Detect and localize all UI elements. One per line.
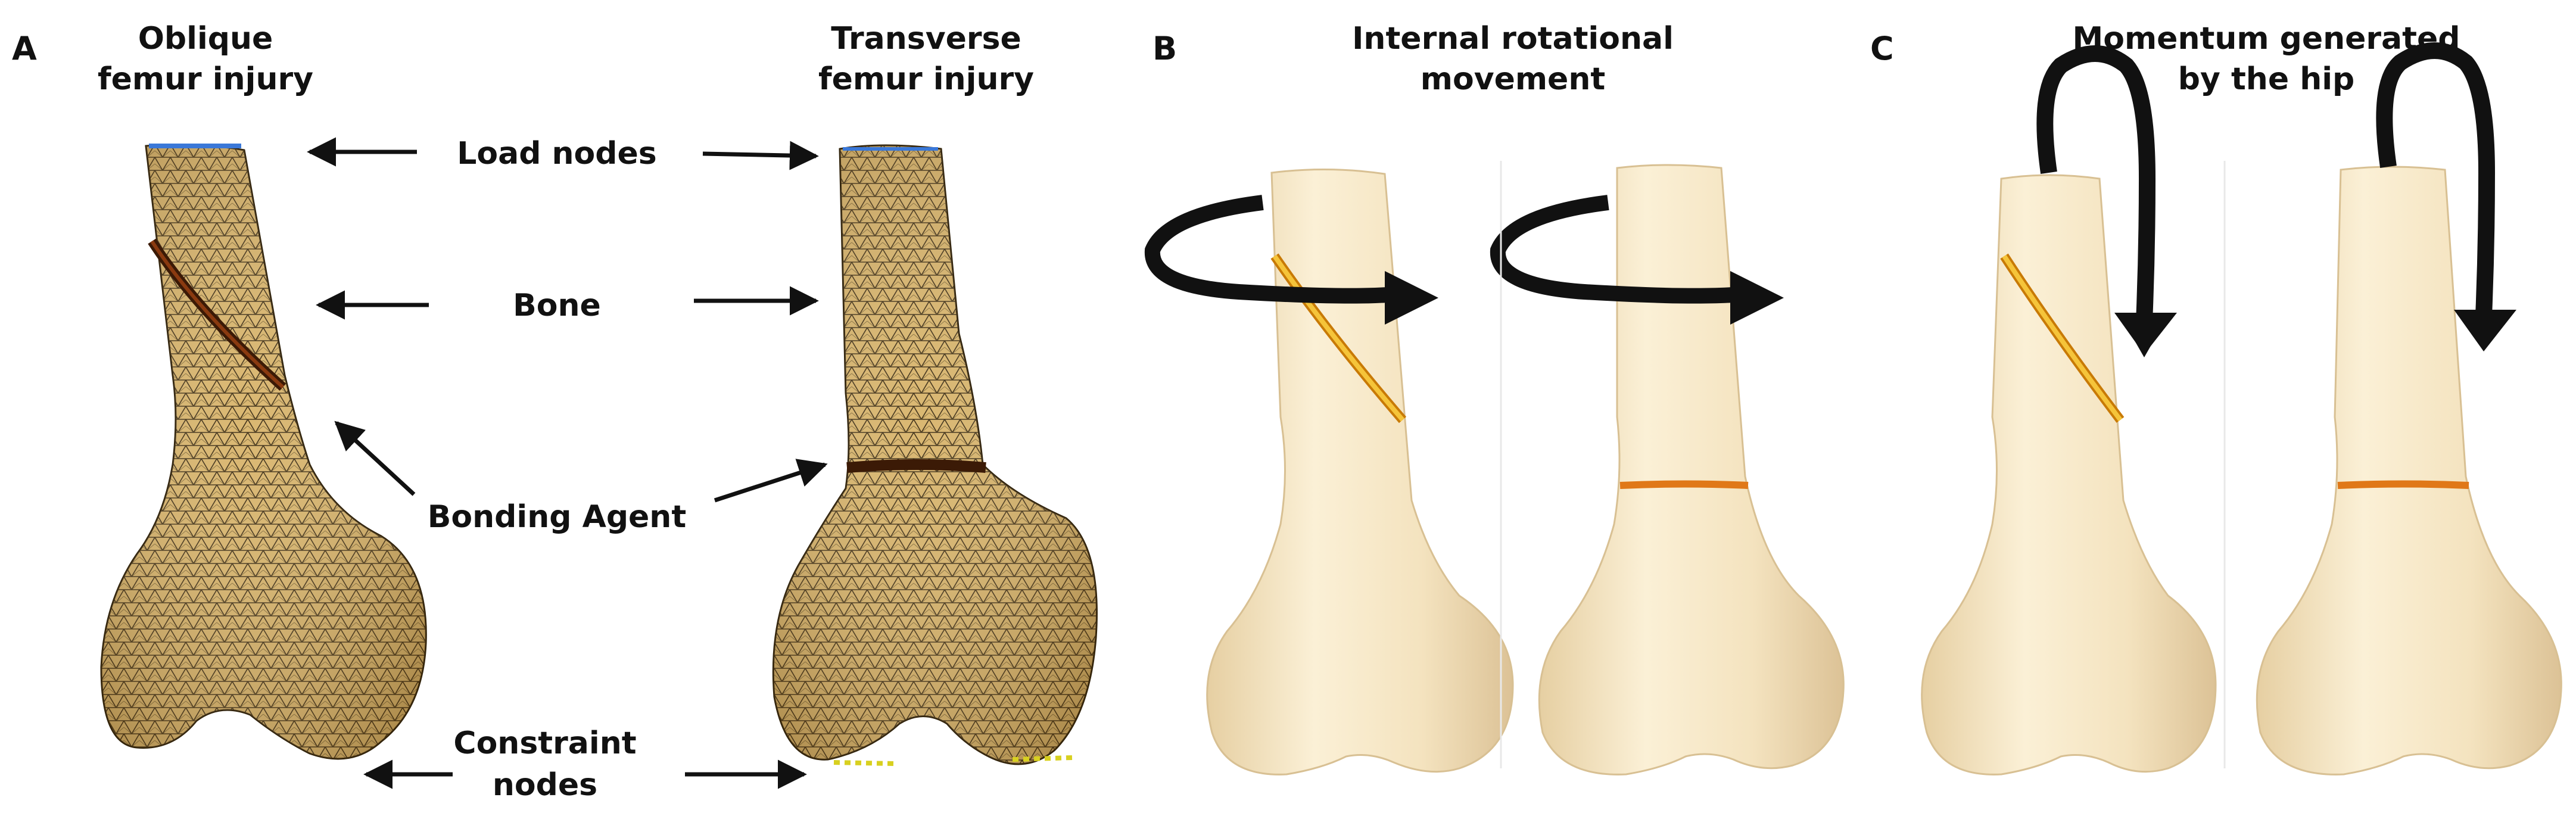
transverse-mesh-femur xyxy=(772,144,1098,766)
constraint-nodes-label-line2: nodes xyxy=(493,767,597,803)
transverse-title-line1: Transverse xyxy=(831,21,1021,57)
constraint-nodes-label-line1: Constraint xyxy=(453,725,636,761)
panel-c-title-line1: Momentum generated xyxy=(2073,21,2460,57)
panel-c-transverse-fracture xyxy=(2337,480,2469,489)
panel-b-title-line2: movement xyxy=(1421,61,1605,97)
load-nodes-label: Load nodes xyxy=(457,136,656,172)
panel-b-letter: B xyxy=(1152,30,1177,67)
panel-c-moment-arrow-2 xyxy=(2376,42,2516,351)
panel-b-rotation-arrow-2 xyxy=(1490,195,1784,325)
transverse-title-line2: femur injury xyxy=(818,61,1034,97)
oblique-mesh-femur xyxy=(100,144,427,760)
panel-b-title-line1: Internal rotational xyxy=(1352,21,1674,57)
panel-b-rotation-arrow-1 xyxy=(1144,195,1438,325)
load-nodes-arrow-right xyxy=(702,141,819,170)
oblique-title-line1: Oblique xyxy=(138,21,273,57)
bonding-agent-arrow-right xyxy=(714,459,828,503)
bone-label: Bone xyxy=(513,288,601,323)
panel-a-letter: A xyxy=(12,30,37,67)
panel-b-transverse-fracture xyxy=(1619,480,1749,489)
panel-b-oblique-femur xyxy=(1206,168,1514,776)
transverse-constraint-nodes xyxy=(833,755,1073,766)
panel-a-pointer-arrows xyxy=(307,137,828,789)
panel-b-transverse-femur xyxy=(1538,164,1845,776)
oblique-title-line2: femur injury xyxy=(98,61,313,97)
transverse-bonding-band xyxy=(846,459,986,473)
bonding-agent-label: Bonding Agent xyxy=(428,499,686,535)
panel-c-letter: C xyxy=(1870,30,1894,67)
panel-c-moment-arrow-1 xyxy=(2036,45,2177,357)
panel-c-title-line2: by the hip xyxy=(2178,61,2355,97)
panel-c-transverse-femur xyxy=(2256,166,2562,776)
panel-c-oblique-femur xyxy=(1921,174,2217,776)
bonding-agent-arrow-left xyxy=(334,421,416,496)
